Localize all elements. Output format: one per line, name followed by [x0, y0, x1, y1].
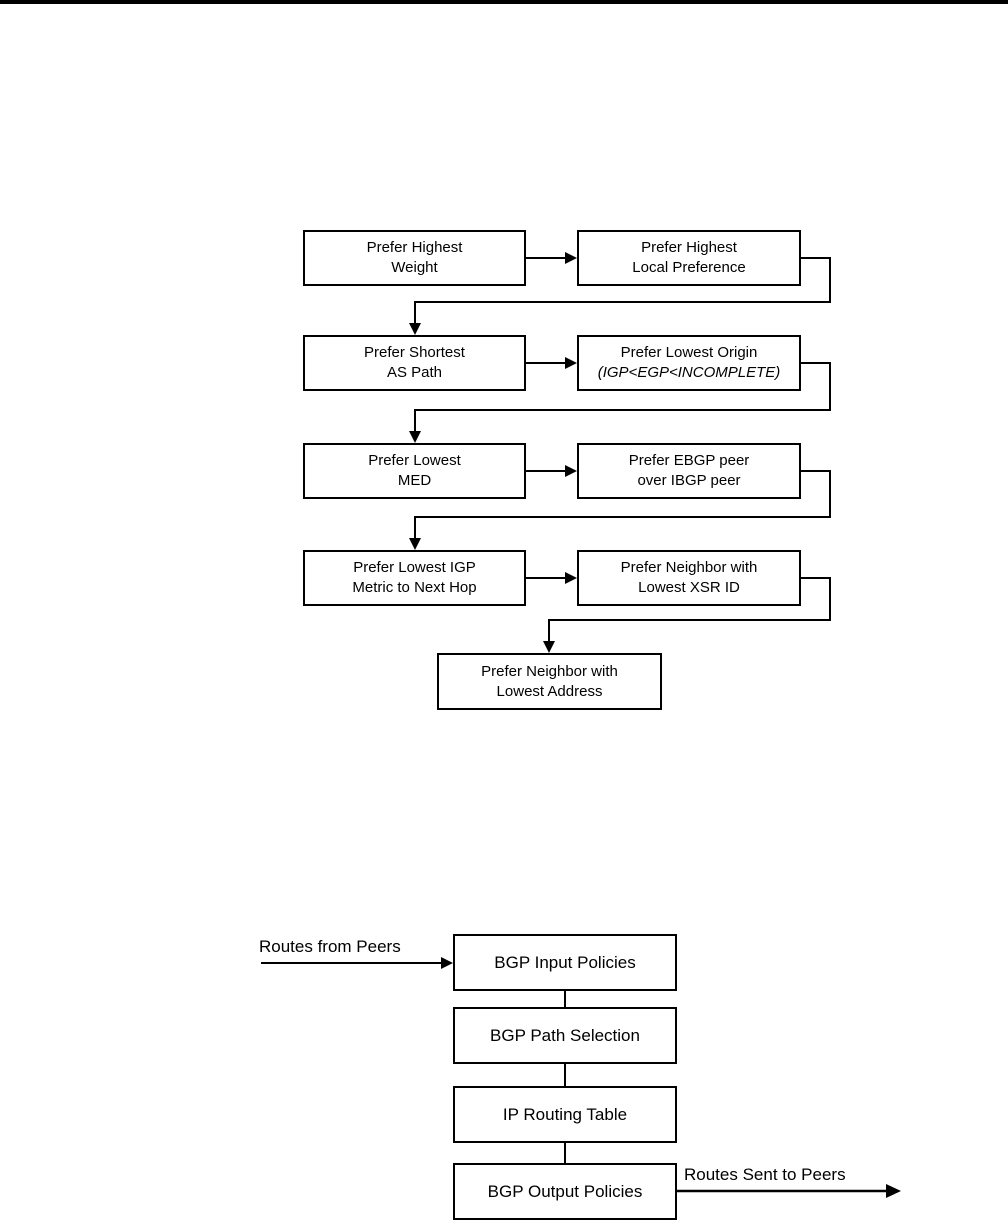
flow-box-line: Prefer Lowest Origin [620, 344, 758, 361]
flow-box-bgp-output-policies: BGP Output Policies [453, 1163, 677, 1220]
flow-box-prefer-shortest-as-path: Prefer Shortest AS Path [303, 335, 526, 391]
flow-box-line: Prefer Lowest IGP [353, 559, 476, 576]
flow-box-line: over IBGP peer [637, 472, 741, 489]
flow-box-line: IP Routing Table [502, 1105, 628, 1124]
routes-from-peers-label: Routes from Peers [259, 937, 401, 956]
flow-box-line: AS Path [386, 364, 443, 381]
flow-box-line: Lowest Address [496, 682, 603, 700]
flow-box-prefer-ebgp-over-ibgp: Prefer EBGP peer over IBGP peer [577, 443, 801, 499]
flow-box-line: BGP Path Selection [490, 1026, 640, 1045]
flow-box-line: Lowest XSR ID [638, 579, 740, 596]
flow-box-line: BGP Input Policies [494, 953, 636, 972]
flow-box-bgp-path-selection: BGP Path Selection [453, 1007, 677, 1064]
flow-box-line: Prefer Neighbor with [620, 559, 758, 576]
flow-box-prefer-neighbor-lowest-address: Prefer Neighbor with Lowest Address [437, 653, 662, 710]
flow-box-line: (IGP<EGP<INCOMPLETE) [597, 364, 781, 381]
flow-box-line: Weight [391, 259, 438, 276]
flow-box-ip-routing-table: IP Routing Table [453, 1086, 677, 1143]
page-top-edge-bar [0, 0, 1008, 4]
flow-box-prefer-lowest-med: Prefer Lowest MED [303, 443, 526, 499]
flow-box-line: BGP Output Policies [487, 1182, 643, 1201]
flow-box-prefer-highest-weight: Prefer Highest Weight [303, 230, 526, 286]
flow-box-line: Prefer Highest [641, 239, 737, 256]
flow-box-line: Prefer Lowest [368, 452, 461, 469]
flow-box-bgp-input-policies: BGP Input Policies [453, 934, 677, 991]
flow-box-prefer-neighbor-lowest-xsr-id: Prefer Neighbor with Lowest XSR ID [577, 550, 801, 606]
flow-box-prefer-lowest-igp-metric: Prefer Lowest IGP Metric to Next Hop [303, 550, 526, 606]
flow-box-line: Metric to Next Hop [352, 579, 477, 596]
flow-box-line: Prefer EBGP peer [628, 452, 750, 469]
flow-box-line: MED [397, 472, 432, 489]
flow-box-line: Prefer Shortest [364, 344, 465, 361]
flow-box-line: Local Preference [632, 259, 746, 276]
flow-box-line: Prefer Neighbor with [481, 662, 618, 680]
routes-sent-to-peers-label: Routes Sent to Peers [684, 1165, 846, 1184]
flow-box-line: Prefer Highest [366, 239, 463, 256]
flow-box-prefer-highest-local-preference: Prefer Highest Local Preference [577, 230, 801, 286]
flow-box-prefer-lowest-origin: Prefer Lowest Origin (IGP<EGP<INCOMPLETE… [577, 335, 801, 391]
